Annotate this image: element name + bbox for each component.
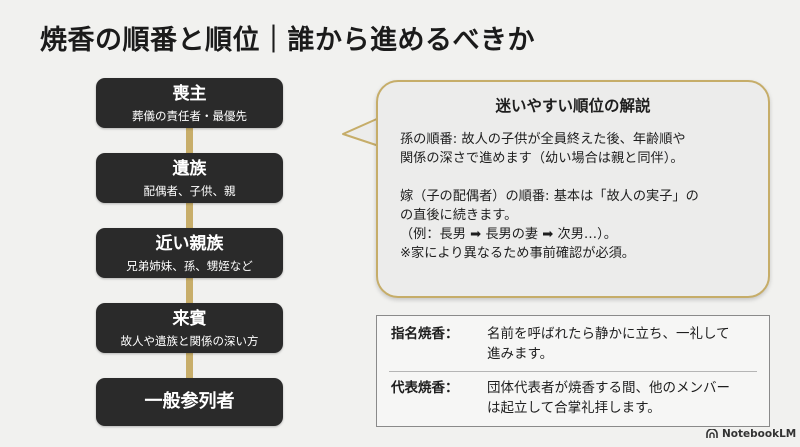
definition-term: 指名焼香： [391,326,459,342]
definition-line: 団体代表者が焼香する間、他のメンバー [487,380,730,396]
notebooklm-branding: NotebookLM [706,428,796,440]
callout-line: 関係の深さで進めます（幼い場合は親と同伴）。 [400,151,684,166]
step-guests: 来賓 故人や遺族と関係の深い方 [96,303,283,353]
step-description: 故人や遺族と関係の深い方 [120,333,259,348]
definition-text: 名前を呼ばれたら静かに立ち、一礼して 進みます。 [487,324,767,364]
step-close-relatives: 近い親族 兄弟姉妹、孫、甥姪など [96,228,283,278]
definitions-divider [389,371,757,372]
step-label: 来賓 [172,308,207,329]
definition-line: 進みます。 [487,346,554,362]
brand-label: NotebookLM [722,428,797,440]
definition-text: 団体代表者が焼香する間、他のメンバー は起立して合掌礼拝します。 [487,378,767,418]
definition-line: は起立して合掌礼拝します。 [487,400,661,416]
callout-body: 孫の順番: 故人の子供が全員終えた後、年齢順や 関係の深さで進めます（幼い場合は… [400,130,699,263]
definition-term: 代表焼香： [391,380,459,396]
step-description: 葬儀の責任者・最優先 [132,108,247,123]
definition-line: 名前を呼ばれたら静かに立ち、一礼して [487,326,730,342]
step-label: 遺族 [172,158,207,179]
step-description: 配偶者、子供、親 [143,183,236,198]
callout-spacer [400,168,699,187]
callout-bubble: 迷いやすい順位の解説 孫の順番: 故人の子供が全員終えた後、年齢順や 関係の深さ… [376,80,770,298]
step-label: 近い親族 [155,233,224,254]
step-chief-mourner: 喪主 葬儀の責任者・最優先 [96,78,283,128]
step-general-attendees: 一般参列者 [96,378,283,426]
definitions-box: 指名焼香： 名前を呼ばれたら静かに立ち、一礼して 進みます。 代表焼香： 団体代… [376,315,770,427]
callout-tail [342,117,380,147]
page-title: 焼香の順番と順位｜誰から進めるべきか [40,25,535,56]
callout-line: （例：長男 ➡ 長男の妻 ➡ 次男…）。 [400,227,617,242]
callout-line: の直後に続きます。 [400,208,518,223]
callout-title: 迷いやすい順位の解説 [495,97,651,115]
callout-line: ※家により異なるため事前確認が必須。 [400,246,635,261]
step-bereaved-family: 遺族 配偶者、子供、親 [96,153,283,203]
step-description: 兄弟姉妹、孫、甥姪など [126,258,253,273]
callout-line: 嫁（子の配偶者）の順番: 基本は「故人の実子」の [400,189,699,204]
step-label: 一般参列者 [144,391,235,412]
step-label: 喪主 [172,83,207,104]
callout-line: 孫の順番: 故人の子供が全員終えた後、年齢順や [400,132,686,147]
notebooklm-logo-icon [706,429,718,438]
